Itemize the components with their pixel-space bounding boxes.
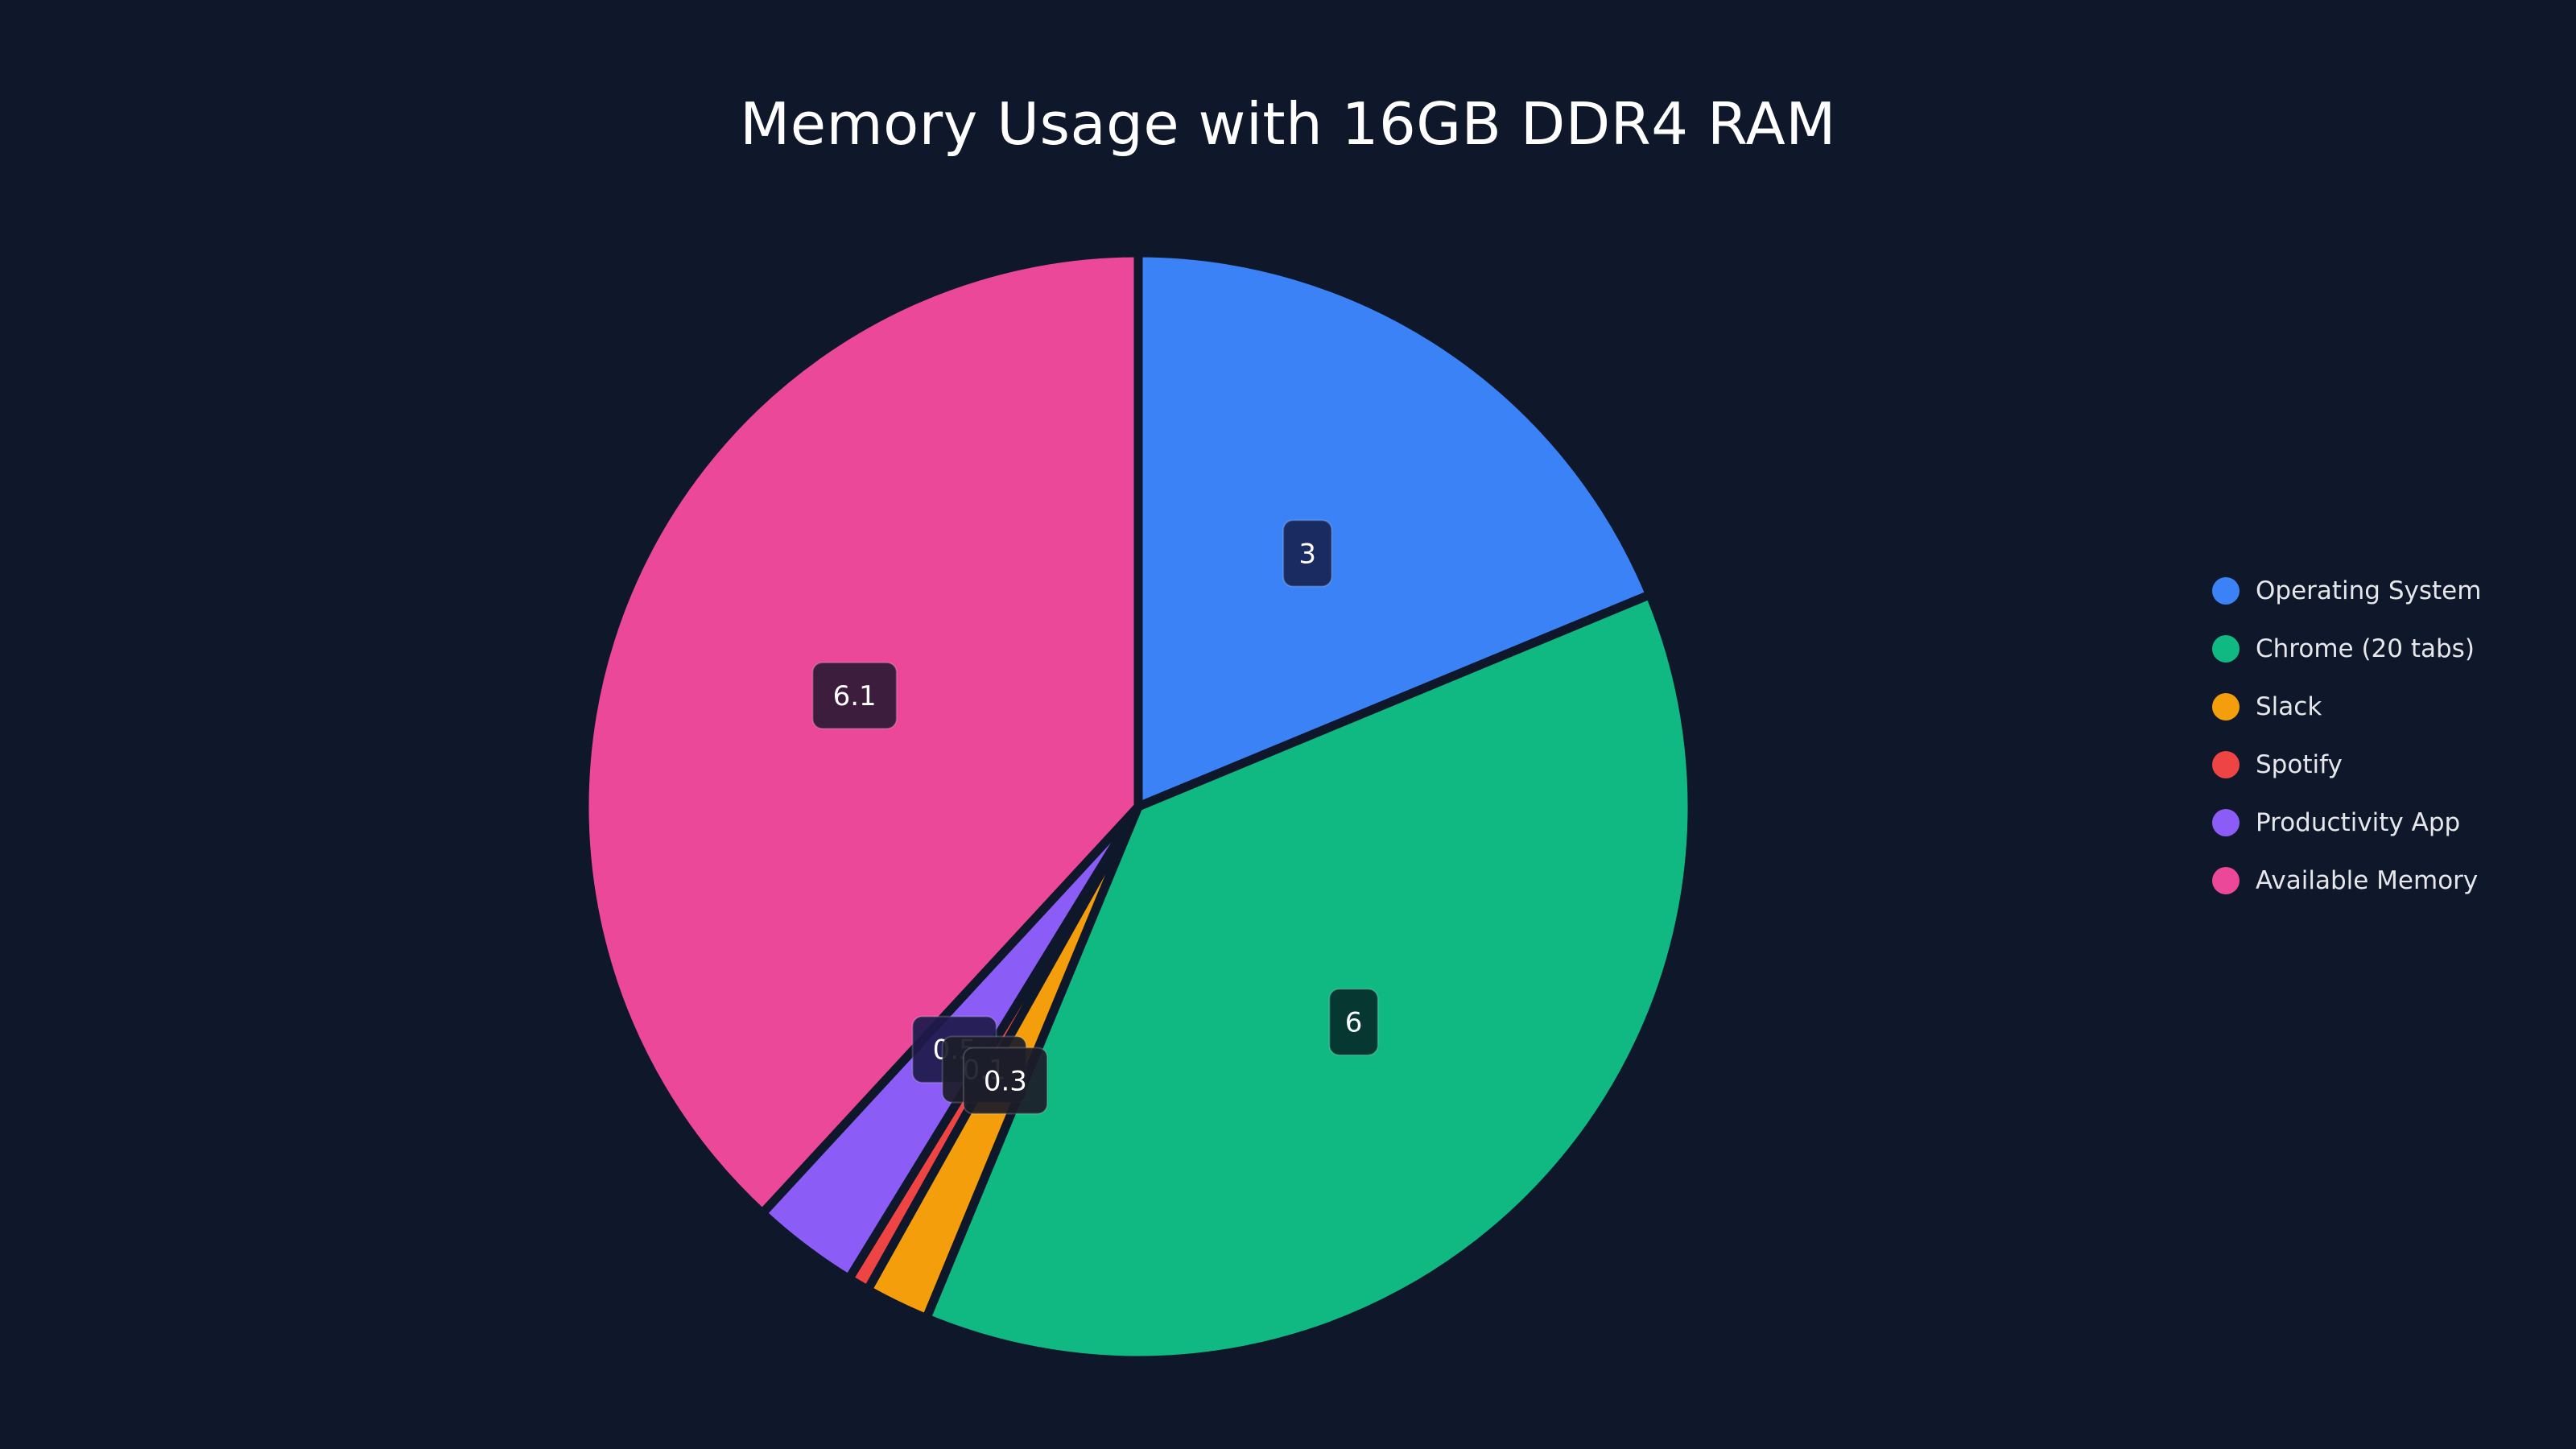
data-label-box xyxy=(1282,519,1333,588)
legend-label: Slack xyxy=(2256,692,2322,721)
data-label-box xyxy=(811,662,898,730)
legend-item-spotify[interactable]: Spotify xyxy=(2212,736,2481,794)
pie-slices xyxy=(580,248,1697,1365)
data-label-chrome: 6 xyxy=(1328,988,1379,1056)
chart-title: Memory Usage with 16GB DDR4 RAM xyxy=(740,90,1836,158)
data-label-value: 6 xyxy=(1345,1007,1363,1039)
legend-label: Chrome (20 tabs) xyxy=(2256,634,2475,663)
legend-swatch-icon xyxy=(2212,751,2240,778)
legend-item-slack[interactable]: Slack xyxy=(2212,678,2481,736)
legend-label: Spotify xyxy=(2256,750,2343,779)
legend-swatch-icon xyxy=(2212,867,2240,894)
legend-label: Operating System xyxy=(2256,576,2482,605)
pie-data-labels: 366.10.50.10.3 xyxy=(811,519,1379,1115)
data-label-available-memory: 6.1 xyxy=(811,662,898,730)
legend-swatch-icon xyxy=(2212,809,2240,836)
data-label-value: 0.3 xyxy=(984,1065,1027,1097)
legend-label: Available Memory xyxy=(2256,866,2479,895)
legend: Operating System Chrome (20 tabs) Slack … xyxy=(2212,562,2481,910)
pie-slice-chrome[interactable] xyxy=(922,590,1697,1365)
data-label-value: 6.1 xyxy=(833,680,877,712)
pie-slice-available-memory[interactable] xyxy=(580,248,1143,1218)
legend-item-productivity-app[interactable]: Productivity App xyxy=(2212,794,2481,852)
legend-swatch-icon xyxy=(2212,635,2240,663)
data-label-slack: 0.3 xyxy=(962,1046,1048,1115)
data-label-box xyxy=(1328,988,1379,1056)
legend-label: Productivity App xyxy=(2256,808,2461,837)
legend-swatch-icon xyxy=(2212,577,2240,605)
pie-slice-operating-system[interactable] xyxy=(1133,248,1655,811)
legend-item-available-memory[interactable]: Available Memory xyxy=(2212,852,2481,910)
data-label-operating-system: 3 xyxy=(1282,519,1333,588)
legend-item-chrome[interactable]: Chrome (20 tabs) xyxy=(2212,620,2481,678)
legend-item-operating-system[interactable]: Operating System xyxy=(2212,562,2481,620)
data-label-value: 3 xyxy=(1298,538,1316,570)
legend-swatch-icon xyxy=(2212,693,2240,720)
data-label-box xyxy=(962,1046,1048,1115)
